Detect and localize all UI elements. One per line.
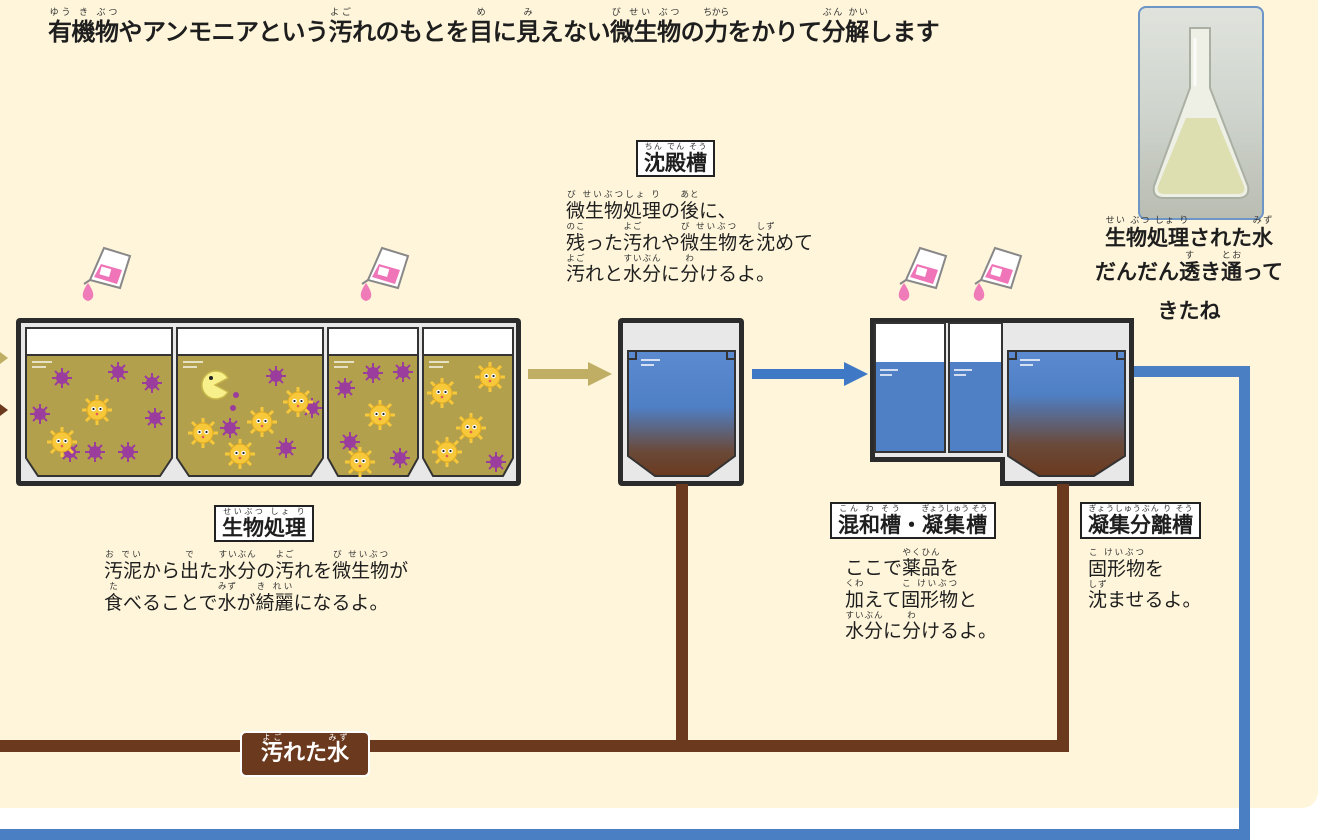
treated-water-caption: 生物処理せい ぶつ しょ りされた水みず だんだん透すき通とおって きたね <box>1095 216 1283 323</box>
treated-water-pipe <box>0 366 1250 840</box>
mixing-title: 混和槽こん わ そう・凝集槽ぎょうしゅう そう <box>830 502 996 540</box>
biological-tank <box>16 318 521 486</box>
chemical-beaker-2 <box>360 247 409 301</box>
sedimentation-description: 微生物処理び せいぶつしょ りの後あとに、 残のこった汚よごれや微生物び せいぶ… <box>566 190 814 285</box>
sedimentation-title: 沈殿槽ちん でん そう <box>636 140 715 178</box>
inflow-arrow-brown <box>0 404 8 416</box>
biological-description: 汚泥お でいから出でた水分すいぶんの汚よごれを微生物び せいぶつが 食たべること… <box>104 550 409 614</box>
inflow-arrow-olive <box>0 352 8 364</box>
coagulation-tank <box>870 318 1134 486</box>
dirty-water-label: 汚よごれた水みず <box>240 731 370 777</box>
flask-icon <box>1152 27 1250 199</box>
sedimentation-tank <box>618 318 744 486</box>
flow-arrow-olive <box>528 362 612 386</box>
chemical-beaker-4 <box>973 247 1022 301</box>
separation-title: 凝集分離槽ぎょうしゅうぶん り そう <box>1080 502 1201 540</box>
chemical-beaker-1 <box>82 247 131 301</box>
separation-description: 固形物こ けいぶつを 沈しずませるよ。 <box>1088 548 1202 611</box>
flow-arrow-blue <box>752 362 868 386</box>
chemical-beaker-3 <box>898 247 947 301</box>
pacman-microbe <box>201 370 239 411</box>
mixing-description: ここで薬品やくひんを 加くわえて固形物こ けいぶつと 水分すいぶんに分わけるよ。 <box>845 548 998 642</box>
headline: 有機物ゆう き ぶつやアンモニアという汚よごれのもとを目めに見みえない微生物び … <box>48 8 940 46</box>
biological-title: 生物処理せいぶつ しょ り <box>214 505 314 543</box>
flask-photo <box>1138 6 1264 220</box>
